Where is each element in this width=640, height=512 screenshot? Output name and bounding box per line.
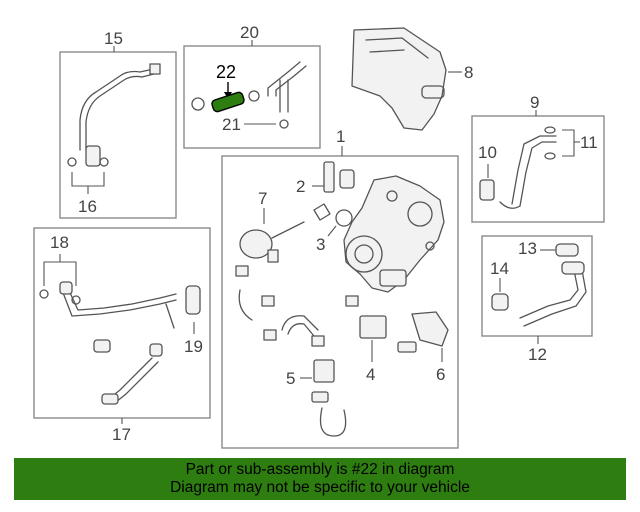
callout-5[interactable]: 5 xyxy=(286,369,295,388)
banner-line-2: Diagram may not be specific to your vehi… xyxy=(170,479,470,496)
callout-6[interactable]: 6 xyxy=(436,365,445,384)
callout-15[interactable]: 15 xyxy=(104,29,123,48)
box-15-oil-line: 15 16 xyxy=(59,29,177,219)
box-1-turbocharger: 1 2 3 7 4 xyxy=(221,127,459,449)
callout-11[interactable]: 11 xyxy=(580,133,598,152)
parts-diagram: 15 16 20 22 21 8 xyxy=(33,23,605,449)
callout-21[interactable]: 21 xyxy=(222,115,241,134)
callout-7[interactable]: 7 xyxy=(258,189,267,208)
callout-18[interactable]: 18 xyxy=(50,233,69,252)
callout-3[interactable]: 3 xyxy=(316,235,325,254)
callout-12[interactable]: 12 xyxy=(528,345,547,364)
callout-9[interactable]: 9 xyxy=(530,93,539,112)
box-17-oil-return: 17 18 19 xyxy=(33,227,211,444)
callout-4[interactable]: 4 xyxy=(366,365,375,384)
callout-10[interactable]: 10 xyxy=(478,143,497,162)
callout-19[interactable]: 19 xyxy=(184,337,203,356)
part-8-heat-shield: 8 xyxy=(351,27,473,131)
info-banner: Part or sub-assembly is #22 in diagram D… xyxy=(14,458,626,500)
callout-13[interactable]: 13 xyxy=(518,239,537,258)
callout-22[interactable]: 22 xyxy=(216,62,236,82)
callout-17[interactable]: 17 xyxy=(112,425,131,444)
box-20-hose-kit: 20 22 21 xyxy=(183,23,321,149)
callout-2[interactable]: 2 xyxy=(296,177,305,196)
box-12-coolant-return: 12 13 14 xyxy=(481,235,593,364)
callout-1[interactable]: 1 xyxy=(336,127,345,146)
part-22-hose[interactable] xyxy=(211,91,245,113)
callout-14[interactable]: 14 xyxy=(490,259,509,278)
banner-line-1: Part or sub-assembly is #22 in diagram xyxy=(185,461,455,478)
callout-16[interactable]: 16 xyxy=(78,197,97,216)
callout-20[interactable]: 20 xyxy=(240,23,259,42)
callout-8[interactable]: 8 xyxy=(464,63,473,82)
box-9-coolant-line: 9 11 10 xyxy=(471,93,605,223)
